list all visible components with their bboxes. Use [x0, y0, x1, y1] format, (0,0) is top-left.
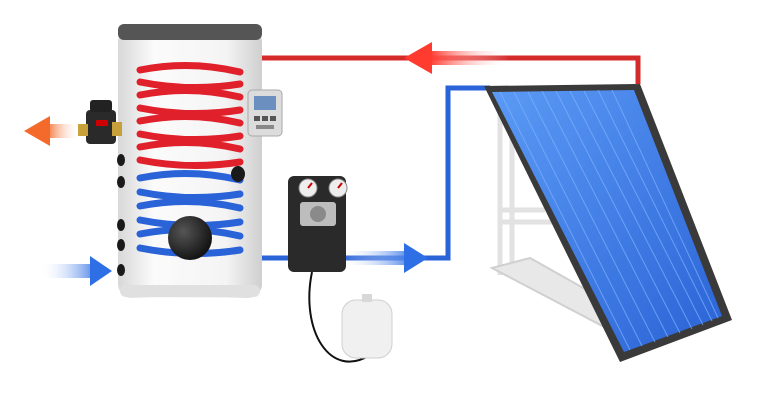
pump-station-icon: [288, 176, 348, 272]
heat-exchanger-sphere: [168, 216, 212, 260]
solar-collector: [484, 84, 732, 362]
tank-ports: [117, 154, 245, 276]
pump-cable: [308, 271, 371, 363]
cold-water-in-arrow: [40, 256, 112, 286]
hot-return-pipe: [262, 55, 641, 84]
hot-return-arrow: [404, 42, 510, 74]
mixing-valve-icon: [78, 100, 122, 144]
cold-flow-arrow: [340, 243, 428, 273]
hot-coil: [136, 61, 244, 170]
expansion-vessel-icon: [341, 294, 393, 359]
controller-icon: [247, 89, 283, 137]
hot-water-out-arrow: [24, 116, 80, 146]
